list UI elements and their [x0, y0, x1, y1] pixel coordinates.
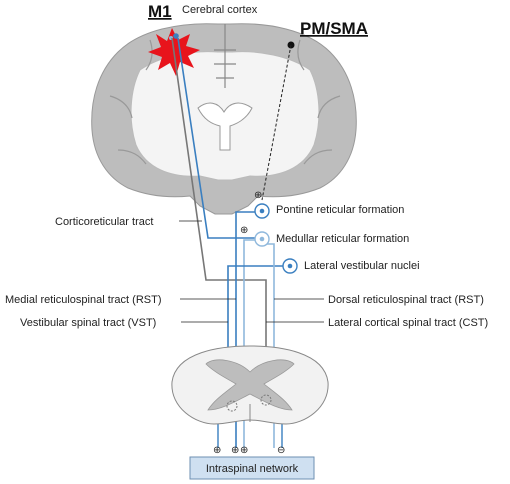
ventral-tract-right — [260, 394, 272, 406]
vestibular-nucleus-core — [287, 263, 293, 269]
spinal-cord-section — [171, 345, 329, 425]
dorsal-rst-label: Dorsal reticulospinal tract (RST) — [328, 294, 484, 306]
medial-rst-label: Medial reticulospinal tract (RST) — [5, 294, 162, 306]
minus-sign: ⊖ — [277, 445, 285, 456]
plus-sign-2: ⊕ — [231, 445, 239, 456]
corticoreticular-label: Corticoreticular tract — [55, 216, 153, 228]
pm-sma-title: PM/SMA — [300, 19, 368, 38]
gray-matter-butterfly — [205, 359, 295, 411]
sulci — [109, 39, 341, 165]
intraspinal-network-box — [189, 456, 315, 480]
m1-neuron-dot — [173, 33, 179, 39]
pm-sma-dashed-projection — [261, 44, 292, 201]
medullar-label: Medullar reticular formation — [276, 233, 409, 245]
vst-label: Vestibular spinal tract (VST) — [20, 317, 156, 329]
lateral-cst-label: Lateral cortical spinal tract (CST) — [328, 317, 488, 329]
ventricles — [197, 102, 253, 151]
corticoreticular-blue-tract — [177, 37, 258, 239]
m1-title: M1 — [148, 2, 172, 21]
lateral-vestibular-label: Lateral vestibular nuclei — [304, 260, 420, 272]
plus-sign-1: ⊕ — [213, 445, 221, 456]
plus-sign-medullar: ⊕ — [240, 225, 248, 236]
ventral-tract-left — [226, 400, 238, 412]
medullar-nucleus-core — [259, 236, 265, 242]
pontine-nucleus-core — [259, 208, 265, 214]
cerebral-cortex-label: Cerebral cortex — [182, 4, 258, 16]
plus-sign-pontine: ⊕ — [254, 190, 262, 201]
midline-fissure — [214, 24, 236, 88]
pontine-label: Pontine reticular formation — [276, 204, 404, 216]
intraspinal-network-label: Intraspinal network — [206, 463, 299, 475]
plus-sign-3: ⊕ — [240, 445, 248, 456]
brain-section — [91, 23, 357, 215]
